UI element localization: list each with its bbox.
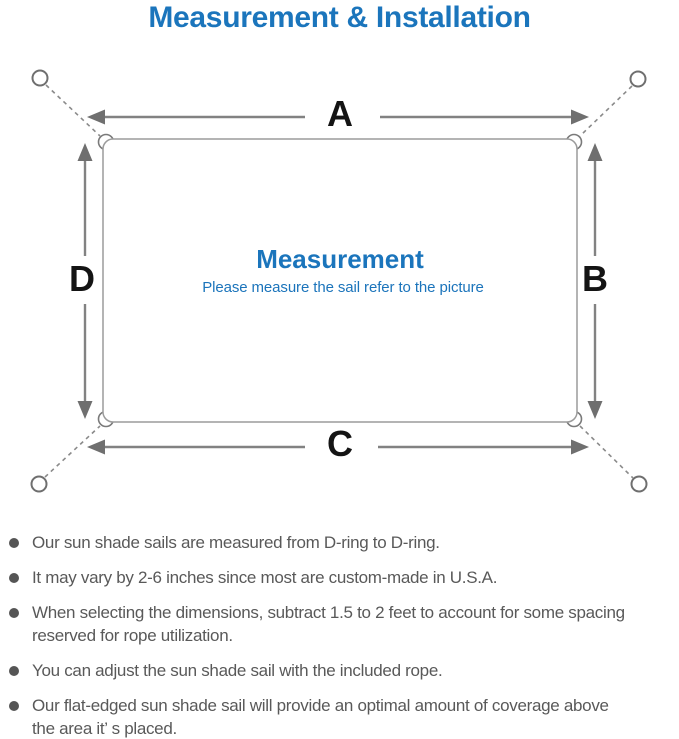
note-line: When selecting the dimensions, subtract … <box>32 603 625 622</box>
width-arrow-bottom <box>87 439 589 455</box>
diagram-center-subtitle: Please measure the sail refer to the pic… <box>202 279 484 296</box>
list-item: It may vary by 2-6 inches since most are… <box>0 566 679 589</box>
anchor-ring-icon <box>629 70 647 88</box>
dimension-label-c: C <box>327 423 353 464</box>
dimension-label-d: D <box>69 258 95 299</box>
dimension-label-a: A <box>327 93 353 134</box>
note-line: Our sun shade sails are measured from D-… <box>32 533 440 552</box>
note-line: It may vary by 2-6 inches since most are… <box>32 568 498 587</box>
list-item: Our flat-edged sun shade sail will provi… <box>0 694 679 739</box>
notes-list: Our sun shade sails are measured from D-… <box>0 531 679 739</box>
note-line: You can adjust the sun shade sail with t… <box>32 661 443 680</box>
anchor-ring-icon <box>31 69 49 87</box>
bullet-icon <box>9 573 19 583</box>
tie-line <box>44 425 101 478</box>
bullet-icon <box>9 701 19 711</box>
bullet-icon <box>9 608 19 618</box>
page-title: Measurement & Installation <box>148 1 531 34</box>
note-line: Our flat-edged sun shade sail will provi… <box>32 696 609 715</box>
dimension-label-b: B <box>582 258 608 299</box>
tie-line <box>579 425 634 479</box>
bullet-icon <box>9 666 19 676</box>
sail-measurement-diagram: A C D B Measurement Please measure the s… <box>30 69 648 493</box>
note-line: the area it’ s placed. <box>32 719 177 738</box>
anchor-ring-icon <box>30 475 48 493</box>
tie-line <box>579 85 633 137</box>
diagram-center-title: Measurement <box>256 244 424 274</box>
height-arrow-left <box>77 143 93 419</box>
width-arrow-top <box>87 109 589 125</box>
bullet-icon <box>9 538 19 548</box>
anchor-ring-icon <box>630 475 648 493</box>
note-line: reserved for rope utilization. <box>32 626 233 645</box>
sail-outline <box>102 138 578 423</box>
list-item: Our sun shade sails are measured from D-… <box>0 531 679 554</box>
height-arrow-right <box>587 143 603 419</box>
list-item: You can adjust the sun shade sail with t… <box>0 659 679 682</box>
tie-line <box>45 84 101 137</box>
list-item: When selecting the dimensions, subtract … <box>0 601 679 647</box>
